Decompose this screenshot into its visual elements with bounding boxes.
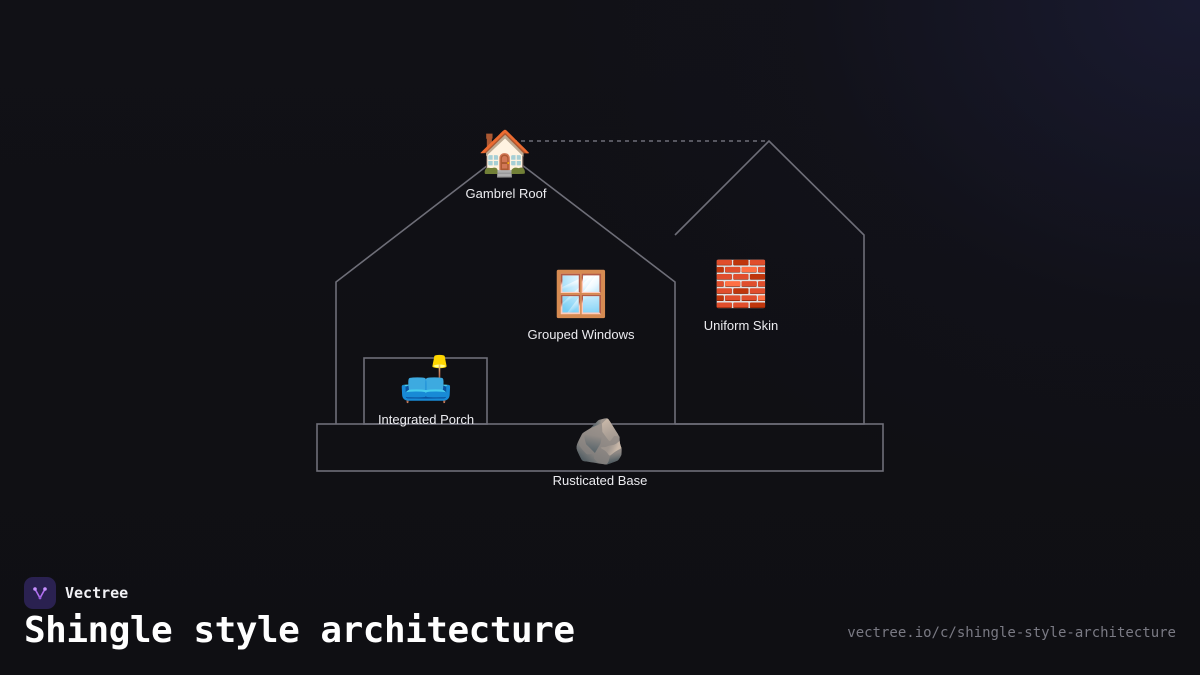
grouped-windows-label: Grouped Windows — [527, 327, 635, 342]
house-icon: 🏠 — [477, 129, 533, 178]
brand-name: Vectree — [65, 584, 129, 602]
wing-gable-outline — [674, 139, 865, 425]
page-title: Shingle style architecture — [24, 610, 575, 651]
base-outline — [316, 423, 884, 472]
rusticated-base-label: Rusticated Base — [552, 473, 648, 488]
uniform-skin-label: Uniform Skin — [703, 318, 779, 333]
brand[interactable]: Vectree — [24, 577, 128, 609]
couch-and-lamp-icon: 🛋️ — [398, 355, 454, 404]
rock-icon: 🪨 — [572, 417, 628, 466]
page-url[interactable]: vectree.io/c/shingle-style-architecture — [847, 625, 1176, 641]
vectree-logo-icon — [24, 577, 56, 609]
main-gable-outline — [335, 150, 676, 424]
window-icon: 🪟 — [553, 270, 609, 319]
brick-icon: 🧱 — [713, 260, 769, 309]
gambrel-roof-label: Gambrel Roof — [465, 186, 547, 201]
integrated-porch-label: Integrated Porch — [377, 412, 475, 427]
